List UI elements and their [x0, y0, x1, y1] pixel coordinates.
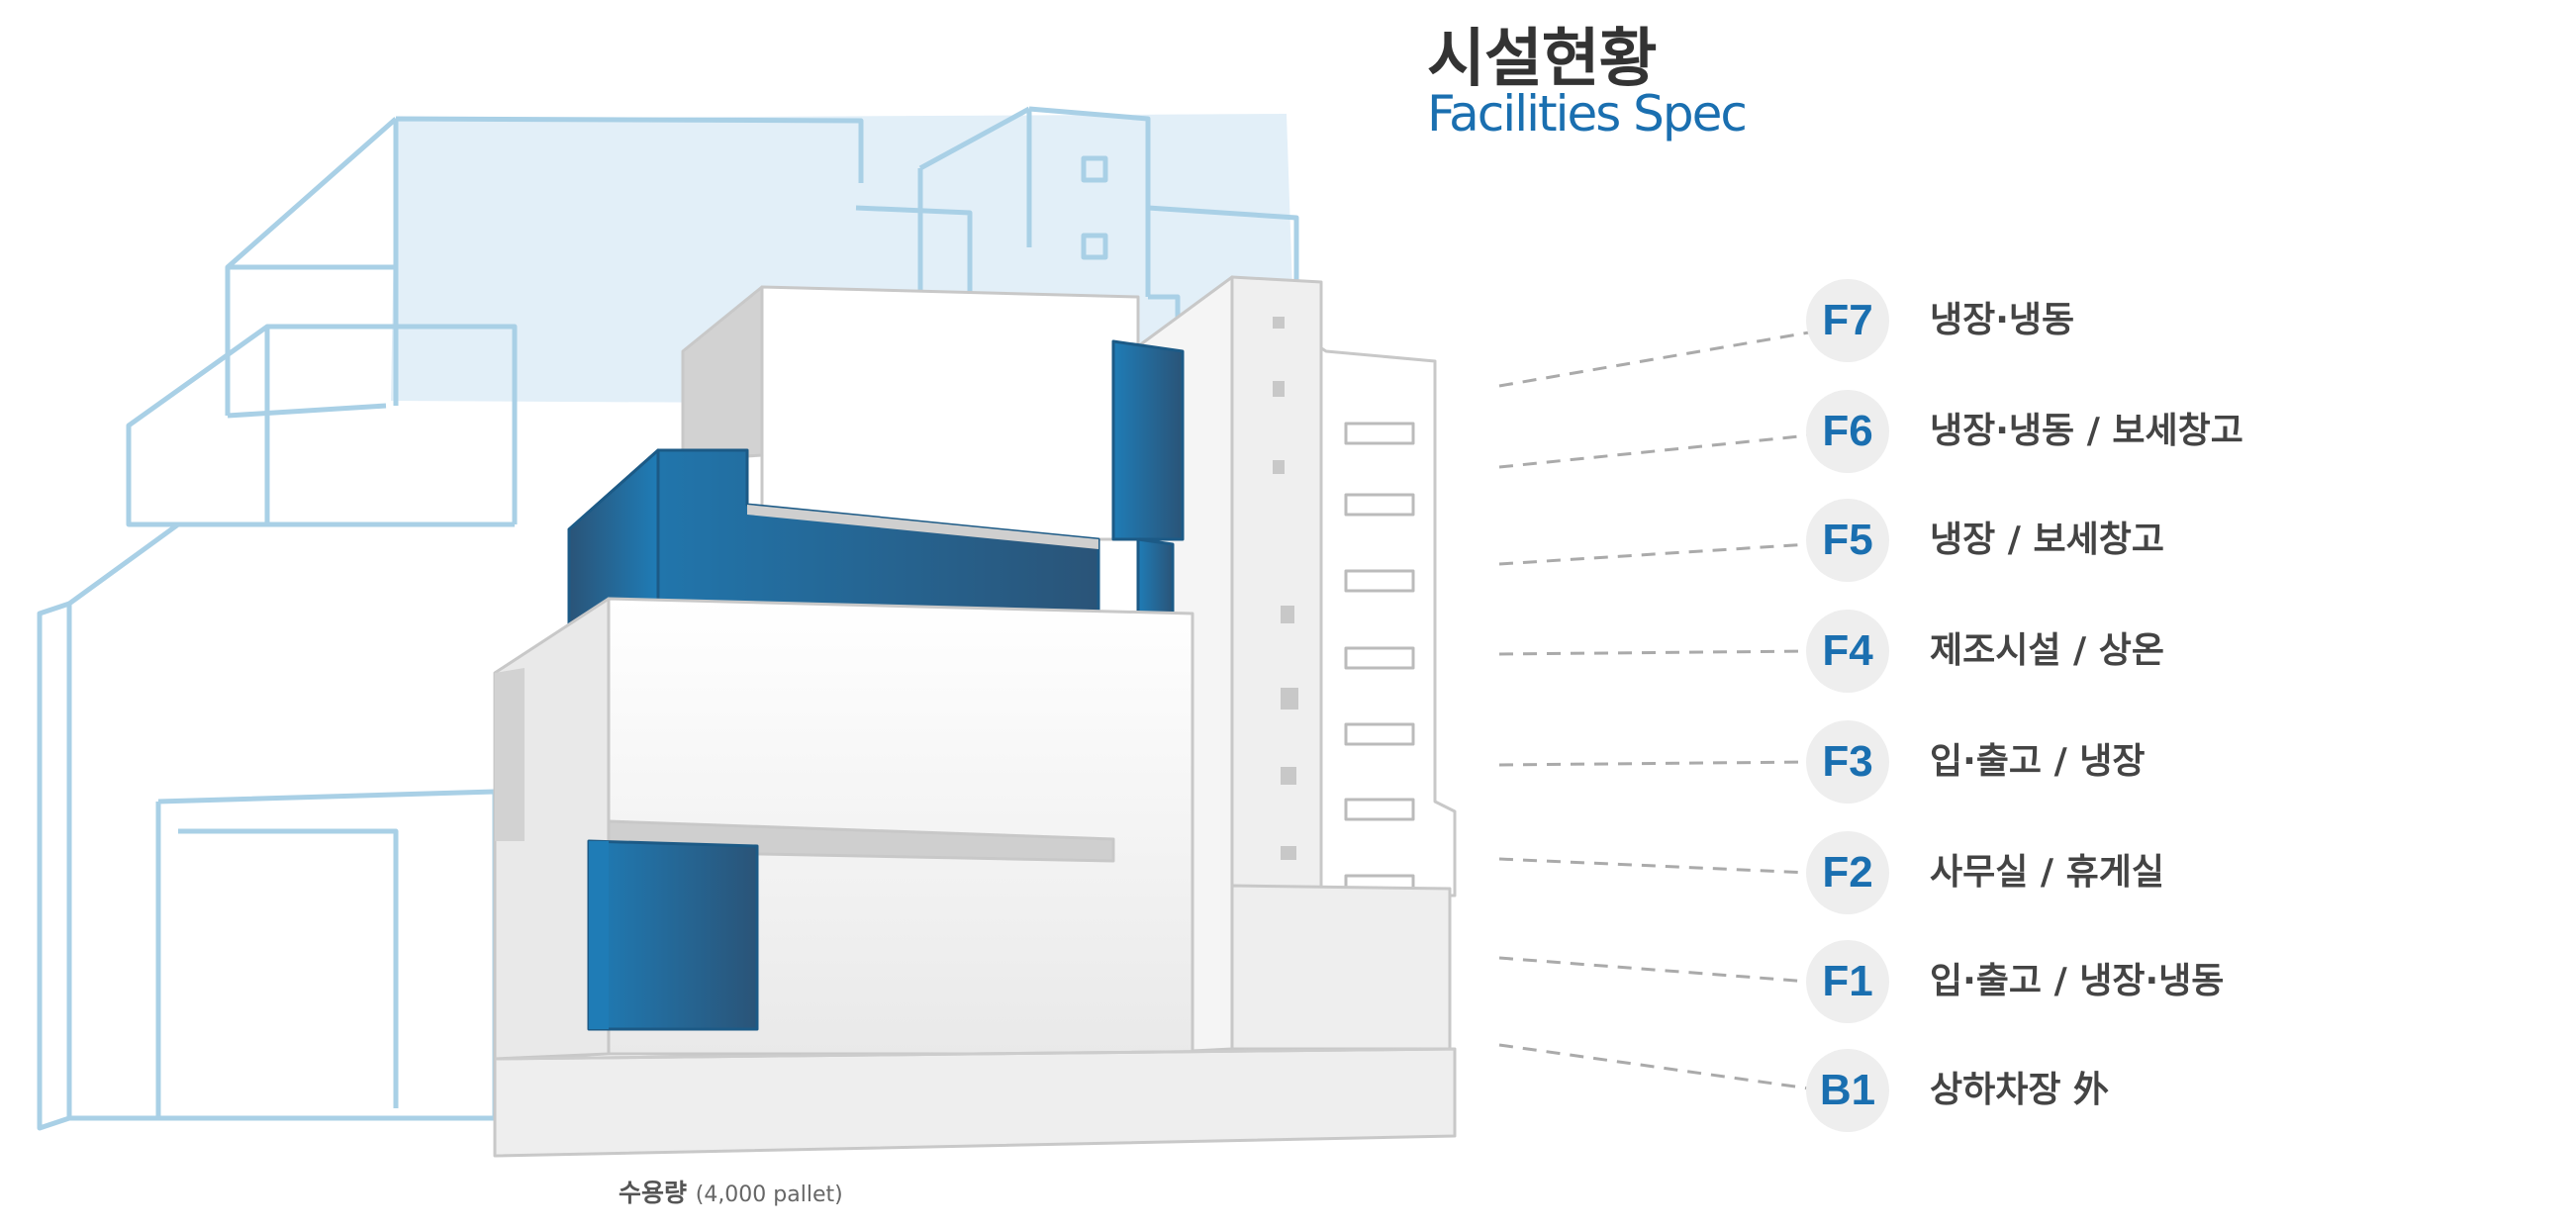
floor-label: 제조시설 / 상온	[1930, 630, 2164, 671]
floor-badge: F6	[1806, 390, 1889, 473]
floor-row-f6: F6 냉장·냉동 / 보세창고	[1806, 390, 2499, 473]
page-subtitle: Facilities Spec	[1427, 85, 1748, 142]
capacity-label: 수용량	[619, 1179, 688, 1207]
floor-badge: B1	[1806, 1049, 1889, 1132]
floor-row-f7: F7 냉장·냉동	[1806, 279, 2499, 362]
floor-badge: F4	[1806, 610, 1889, 693]
floor-row-f2: F2 사무실 / 휴게실	[1806, 831, 2499, 914]
main-building	[493, 275, 1457, 1158]
floor-badge: F7	[1806, 279, 1889, 362]
page-title: 시설현황	[1427, 23, 1658, 96]
floor-label: 입·출고 / 냉장	[1930, 741, 2146, 782]
floor-row-f4: F4 제조시설 / 상온	[1806, 610, 2499, 693]
floor-row-f1: F1 입·출고 / 냉장·냉동	[1806, 940, 2499, 1023]
floor-row-b1: B1 상하차장 外	[1806, 1049, 2499, 1132]
floor-label: 사무실 / 휴게실	[1930, 852, 2164, 893]
floor-label: 상하차장 外	[1930, 1070, 2110, 1110]
floor-row-f5: F5 냉장 / 보세창고	[1806, 499, 2499, 582]
floor-badge: F2	[1806, 831, 1889, 914]
floor-badge: F3	[1806, 720, 1889, 804]
floor-badge: F5	[1806, 499, 1889, 582]
floor-label: 냉장·냉동 / 보세창고	[1930, 411, 2243, 451]
floor-badge: F1	[1806, 940, 1889, 1023]
leader-lines	[1498, 331, 1810, 1090]
capacity-value: (4,000 pallet)	[695, 1183, 843, 1207]
capacity-caption: 수용량 (4,000 pallet)	[619, 1174, 843, 1209]
floor-label: 냉장·냉동	[1930, 300, 2075, 340]
floor-label: 냉장 / 보세창고	[1930, 520, 2164, 560]
floor-label: 입·출고 / 냉장·냉동	[1930, 961, 2225, 1001]
floor-row-f3: F3 입·출고 / 냉장	[1806, 720, 2499, 804]
